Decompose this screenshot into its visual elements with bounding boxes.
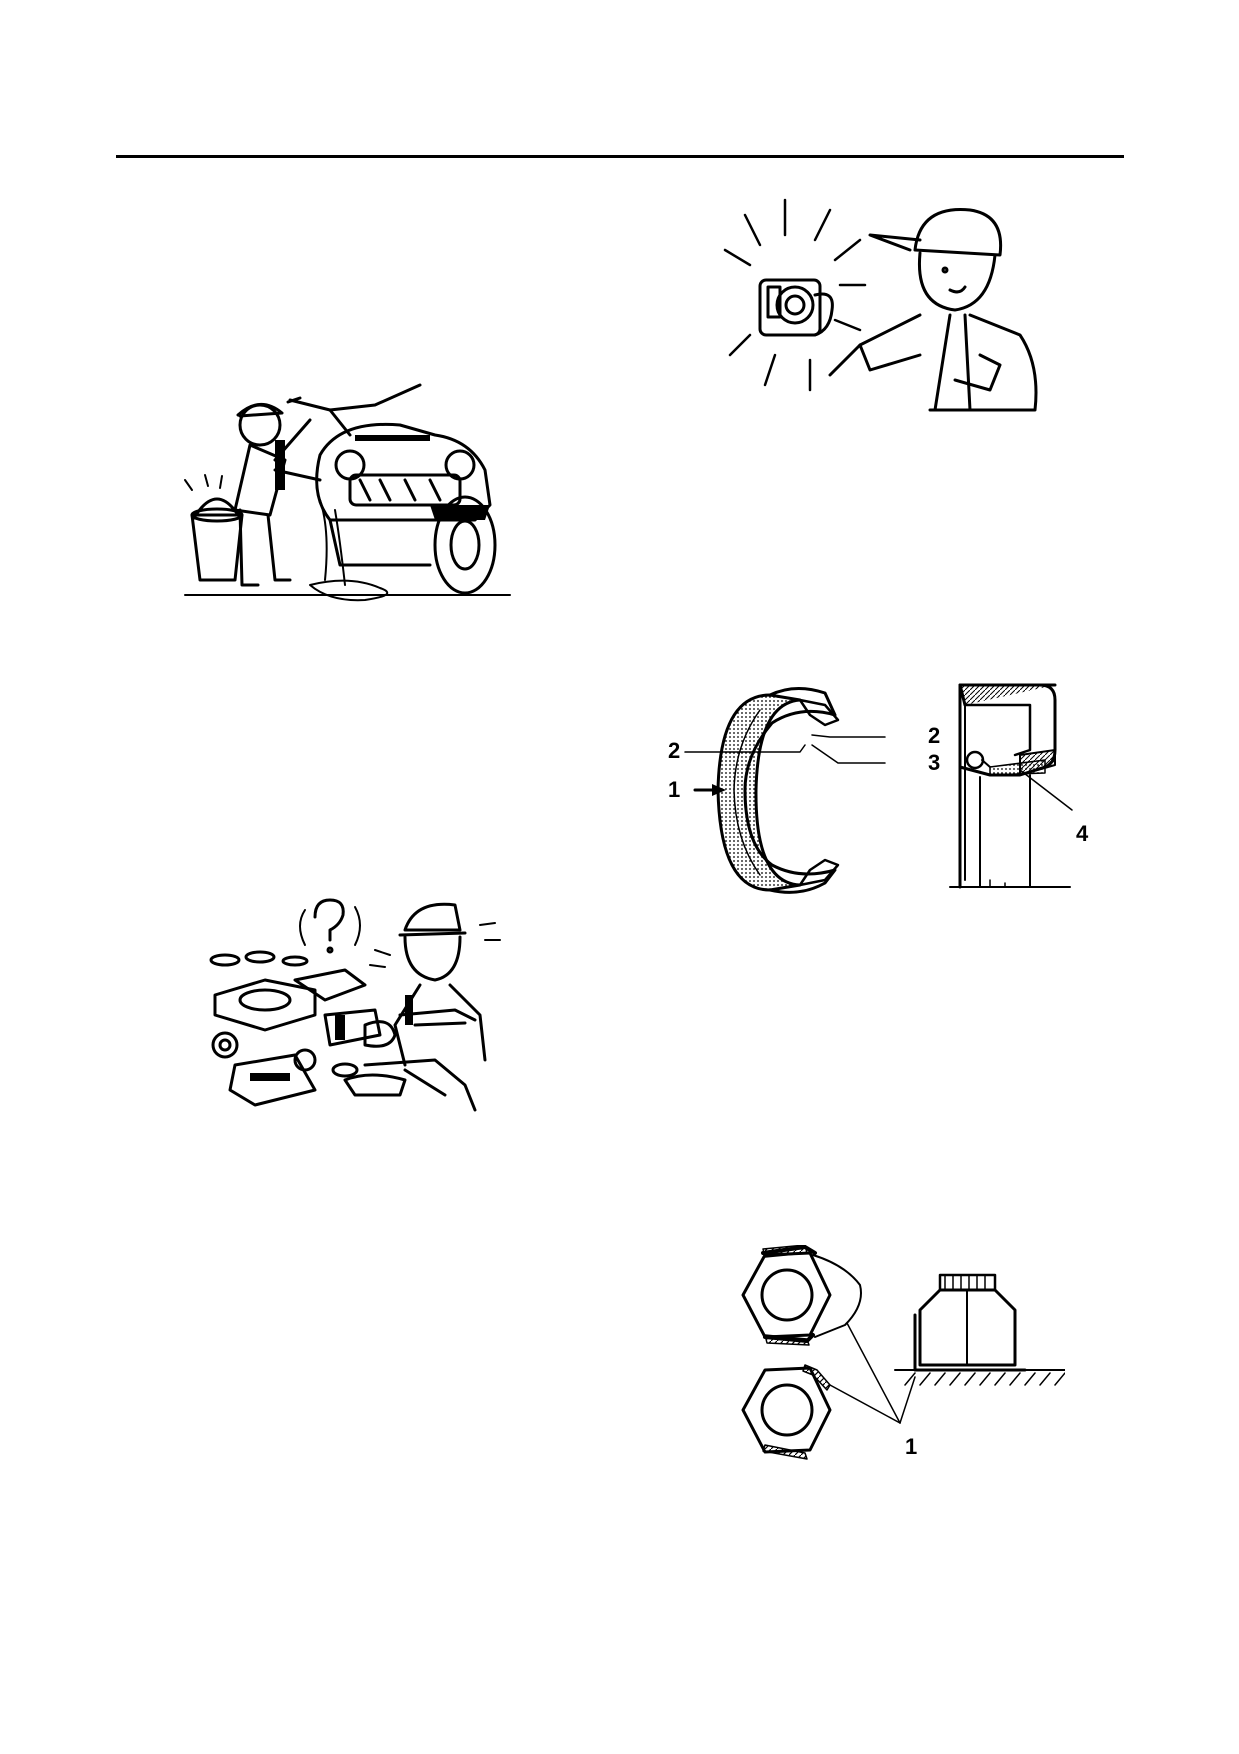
callout-oil-seal-2-right: 2 [928,723,941,748]
illustration-washing-atv [180,380,520,605]
callout-oil-seal-2-left: 2 [668,738,681,763]
diagram-oil-seal [660,675,1080,905]
atv-washing-drawing [184,383,511,602]
callout-oil-seal-3: 3 [928,750,941,775]
oil-seal-drawing [684,683,1073,894]
callout-oil-seal-4: 4 [1076,821,1089,846]
lock-washer-drawing [741,1245,1065,1460]
callout-oil-seal-1: 1 [668,777,681,802]
illustration-camera-mechanic [720,195,1050,415]
illustration-confused-mechanic [205,895,515,1120]
parts-drawing [209,898,501,1112]
diagram-lock-washer [735,1245,1065,1460]
header-rule [116,155,1124,158]
callout-lock-washer-1: 1 [905,1434,918,1459]
camera-drawing [723,198,1038,412]
